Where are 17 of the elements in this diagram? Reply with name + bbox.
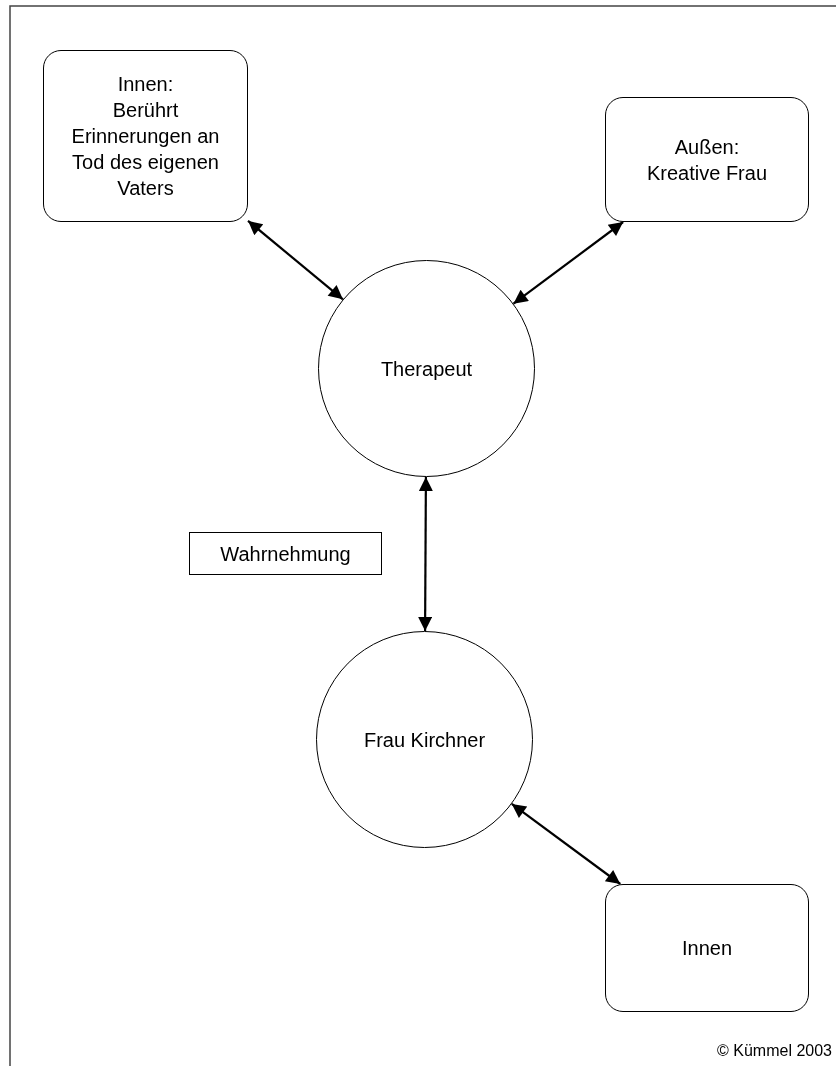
rounded-box — [43, 50, 248, 222]
node-text: Außen: — [673, 134, 741, 160]
double-arrow — [247, 219, 344, 301]
rounded-box — [605, 884, 809, 1012]
rounded-box — [605, 97, 809, 222]
node-text: Frau Kirchner — [362, 727, 487, 753]
node-text: Therapeut — [379, 356, 474, 382]
node-text: Berührt Erinnerungen an Tod des eigenen Vaters — [70, 98, 221, 201]
node-text: Wahrnehmung — [219, 541, 352, 567]
node-text: Kreative Frau — [645, 160, 769, 186]
double-arrow — [511, 803, 621, 885]
node-text: Innen: — [116, 72, 175, 97]
double-arrow — [418, 477, 433, 631]
double-arrow — [512, 221, 624, 305]
node-text: Innen — [680, 936, 734, 961]
copyright-note: © Kümmel 2003 — [717, 1043, 832, 1059]
label-box — [189, 532, 382, 575]
